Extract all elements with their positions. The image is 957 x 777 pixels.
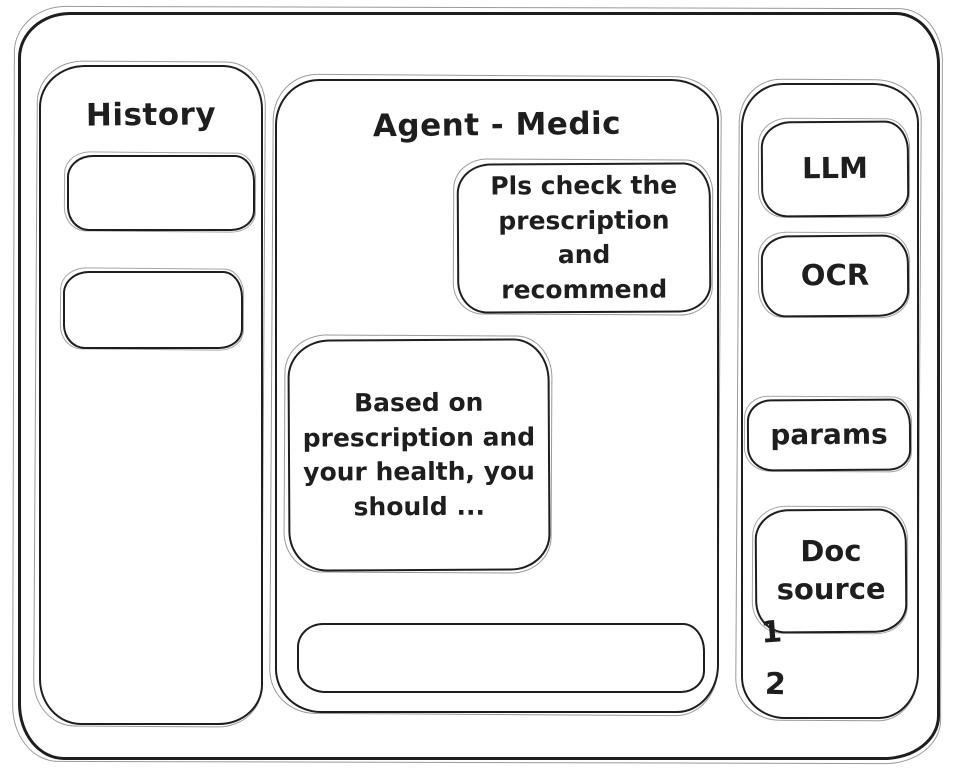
chat-message-input[interactable]	[297, 623, 705, 693]
tools-panel: LLM OCR params Doc source 1 2	[741, 83, 919, 719]
doc-source-item-2[interactable]: 2	[764, 666, 787, 703]
params-button[interactable]: params	[746, 398, 912, 472]
user-message-text: Pls check the prescription and recommend	[490, 170, 678, 304]
history-panel-title: History	[85, 96, 217, 134]
doc-source-item-1[interactable]: 1	[759, 614, 784, 651]
history-item[interactable]	[67, 155, 255, 231]
app-window: History Agent - Medic Pls check the pres…	[18, 12, 940, 760]
user-message-bubble: Pls check the prescription and recommend	[456, 162, 712, 314]
ocr-button[interactable]: OCR	[760, 234, 910, 318]
chat-panel: Agent - Medic Pls check the prescription…	[275, 79, 719, 713]
llm-button[interactable]: LLM	[760, 120, 910, 218]
chat-panel-title: Agent - Medic	[372, 105, 622, 145]
assistant-message-text: Based on prescription and your health, y…	[302, 387, 536, 521]
history-panel: History	[39, 65, 263, 725]
history-item[interactable]	[63, 271, 243, 349]
assistant-message-bubble: Based on prescription and your health, y…	[287, 338, 551, 572]
